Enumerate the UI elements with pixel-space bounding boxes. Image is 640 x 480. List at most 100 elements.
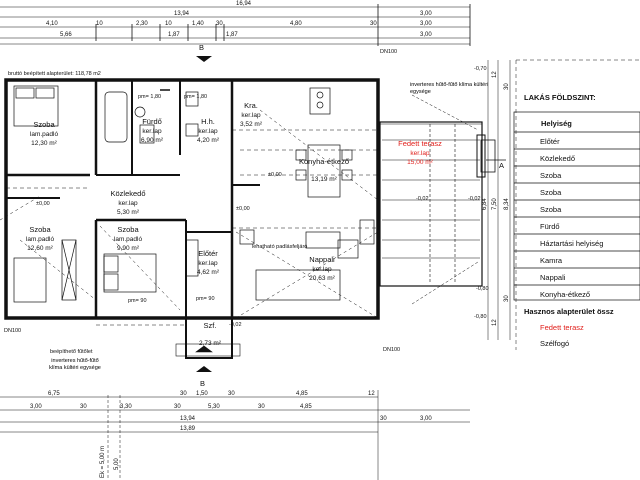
dim-total: 16,94 [236,1,252,7]
dim-bottom-6: 12 [368,391,375,397]
fixtures [13,85,375,303]
svg-text:-0,02: -0,02 [229,322,242,328]
schedule-header: Helyiség [541,119,572,128]
room-name: Kra. [244,101,258,110]
room-area: 12,60 m² [27,245,53,252]
schedule-row: Szoba [540,205,562,214]
dim-right-5: 30 [504,83,510,90]
room-schedule: LAKÁS FÖLDSZINT: Helyiség Előtér Közleke… [513,59,640,350]
dim-500: 5,00 [114,458,120,470]
top-dimensions [0,4,471,46]
room-name: Szoba [33,120,55,129]
dim-right-7: 12 [492,319,498,326]
dim-top-6: 10 [165,21,172,27]
svg-text:-0,02: -0,02 [416,196,429,202]
dim-bottom-11: 5,30 [208,404,220,410]
room-name: Közlekedő [110,189,145,198]
schedule-row: Szoba [540,188,562,197]
dim-bottom-3: 1,50 [196,391,208,397]
dn-right-label: DN100 [383,347,400,353]
dim-bottom-1: 6,75 [48,391,60,397]
dim-top-8: 30 [216,21,223,27]
dim-bottom-16: 3,00 [420,416,432,422]
dim-bottom-8: 30 [80,404,87,410]
room-floor: ker.lap [312,266,332,273]
dim-top-14: 1,87 [226,32,238,38]
room-floor: ker.lap [241,112,261,119]
room-floor: lam.padló [114,236,143,243]
room-area: 5,30 m² [117,209,140,216]
svg-text:-0,02: -0,02 [468,196,481,202]
dim-top-15: 3,00 [420,32,432,38]
room-area: 6,90 m² [141,137,164,144]
svg-text:-0,70: -0,70 [474,66,487,72]
dim-bottom-10: 30 [174,404,181,410]
room-name: Előtér [198,249,218,258]
room-name: Konyha-étkező [299,157,349,166]
svg-text:±0,00: ±0,00 [36,201,50,207]
dim-bottom-17: 13,89 [180,426,196,432]
brutto-label: bruttó beépített alapterület: 118,78 m2 [8,71,101,77]
diagonal-lines [0,109,379,319]
room-floor: ker.lap [142,128,162,135]
room-floor: lam.padló [26,236,55,243]
terrace [379,94,496,305]
section-mark-b-top: B [199,43,204,52]
room-area: 3,52 m² [240,121,263,128]
right-dimensions [487,60,511,340]
dim-ek: Ek = 5,00 m [100,446,106,478]
level-labels: -0,70 -0,80 -0,80 -0,02 -0,02 -0,02 ±0,0… [36,66,489,328]
schedule-extra-windfang: Szélfogó [540,339,569,348]
dim-bottom-13: 4,85 [300,404,312,410]
room-floor: ker.lap [118,200,138,207]
schedule-row: Szoba [540,171,562,180]
dim-top-11: 3,00 [420,21,432,27]
room-area: 4,62 m² [197,269,220,276]
bottom-dimensions [0,390,470,480]
dim-right-2: 7,50 [492,198,498,210]
dim-bottom-9: 3,30 [120,404,132,410]
room-name: Szoba [117,225,139,234]
svg-text:pm= 90: pm= 90 [196,296,215,302]
svg-text:-0,80: -0,80 [474,314,487,320]
dim-right-4: 12 [492,71,498,78]
schedule-row: Fürdő [540,222,560,231]
svg-text:-0,80: -0,80 [476,286,489,292]
dim-top-13: 1,87 [168,32,180,38]
room-name: Szoba [29,225,51,234]
klima-bottom-label: inverteres hűtő-fűtő klíma kültéri egysé… [49,358,101,371]
dim-right-6: 30 [504,295,510,302]
schedule-row: Háztartási helyiség [540,239,603,248]
room-area-terrace: 15,00 m² [407,159,433,166]
room-floor: lam.padló [30,131,59,138]
room-name: H.h. [201,117,215,126]
svg-text:±0,00: ±0,00 [236,206,250,212]
svg-text:pm= 90: pm= 90 [128,298,147,304]
svg-text:pm= 1,80: pm= 1,80 [184,94,207,100]
dim-top-12: 5,66 [60,32,72,38]
walls [4,78,380,359]
schedule-title: LAKÁS FÖLDSZINT: [524,93,596,102]
room-floor-terrace: ker.lap [410,150,430,157]
room-area: 9,90 m² [117,245,140,252]
attic-hatch-label: lehatható padlásfeljáró [252,244,307,250]
dim-bottom-12: 30 [258,404,265,410]
dim-top-10: 30 [370,21,377,27]
dim-top-3: 4,10 [46,21,58,27]
room-name-terrace: Fedett terasz [398,139,442,148]
dim-bottom-7: 3,00 [30,404,42,410]
room-labels: Szoba lam.padló 12,30 m² Fürdő ker.lap 6… [26,101,442,347]
schedule-row: Közlekedő [540,154,575,163]
room-floor: ker.lap [198,260,218,267]
dn-left-label: DN100 [4,328,21,334]
dim-top-1: 13,94 [174,11,190,17]
dn-top-label: DN100 [380,49,397,55]
schedule-row: Előtér [540,137,560,146]
dim-right-3: 8,34 [504,198,510,210]
room-area: 13,19 m² [311,176,337,183]
dim-bottom-14: 13,94 [180,416,196,422]
section-arrow-top [196,56,212,62]
room-name: Fürdő [142,117,162,126]
klima-top-label: inverteres hűtő-fűtő klíma kültéri egysé… [410,82,488,95]
